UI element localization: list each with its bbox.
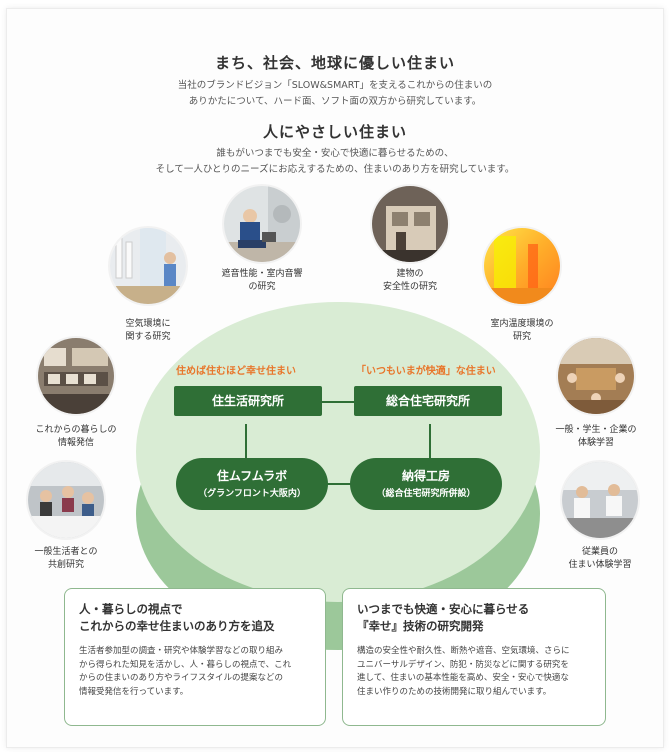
pill-nattoku-kobo: 納得工房 （総合住宅研究所併設） (350, 458, 502, 510)
card-title-line: これからの幸せ住まいのあり方を追及 (79, 619, 275, 633)
card-title-line: 人・暮らしの視点で (79, 602, 183, 616)
worker-photo-icon (224, 186, 300, 262)
caption-line: 室内温度環境の (490, 319, 554, 329)
card-body: 構造の安全性や耐久性、断熱や遮音、空気環境、さらに ユニバーサルデザイン、防犯・… (357, 645, 591, 699)
room-photo-icon (558, 338, 634, 414)
pill-sumufumu-lab: 住ムフムラボ （グランフロント大阪内） (176, 458, 328, 510)
card-body-line: 住まい作りのための技術開発に取り組んでいます。 (357, 686, 552, 697)
tag-left: 住めば住むほど幸せ住まい (176, 366, 296, 377)
desc-line: 誰もがいつまでも安全・安心で快適に暮らせるための、 (216, 148, 454, 159)
curtain-photo-icon (110, 228, 186, 304)
caption-line: 共創研究 (47, 560, 84, 570)
intro-line: 当社のブランドビジョン「SLOW&SMART」を支えるこれからの住まいの (177, 80, 493, 91)
caption-line: 一般・学生・企業の (555, 425, 637, 435)
caption-line: 住まい体験学習 (568, 560, 632, 570)
pill-title: 住ムフムラボ (216, 469, 288, 483)
card-body-line: 生活者参加型の調査・研究や体験学習などの取り組み (79, 646, 284, 656)
thermal-photo-icon (484, 228, 560, 304)
card-left: 人・暮らしの視点で これからの幸せ住まいのあり方を追及 生活者参加型の調査・研究… (64, 588, 326, 726)
tag-right: 「いつもいまが快適」な住まい (356, 366, 496, 377)
pill-sub: （グランフロント大阪内） (198, 489, 306, 499)
photo-caption: これからの暮らしの 情報発信 (21, 424, 131, 450)
pill-sub: （総合住宅研究所併設） (376, 489, 476, 499)
card-body-line: 情報受発信を行っています。 (79, 686, 189, 697)
photo-caption: 従業員の 住まい体験学習 (545, 546, 655, 572)
card-title-line: 『幸せ』技術の研究開発 (357, 619, 484, 633)
card-title-line: いつまでも快適・安心に暮らせる (357, 602, 530, 616)
caption-line: 建物の (396, 269, 424, 279)
caption-line: 一般生活者との (34, 547, 98, 557)
card-body-line: 構造の安全性や耐久性、断熱や遮音、空気環境、さらに (357, 646, 570, 656)
exhibit-photo-icon (38, 338, 114, 414)
card-right: いつまでも快適・安心に暮らせる 『幸せ』技術の研究開発 構造の安全性や耐久性、断… (342, 588, 606, 726)
photo-caption: 遮音性能・室内音響 の研究 (207, 268, 317, 294)
ellipse-top (136, 302, 540, 602)
section-title: 人にやさしい住まい (262, 123, 407, 141)
photo-caption: 一般生活者との 共創研究 (11, 546, 121, 572)
pill-title: 納得工房 (401, 469, 450, 483)
photo-caption: 空気環境に 関する研究 (93, 318, 203, 344)
intro-text: 当社のブランドビジョン「SLOW&SMART」を支えるこれからの住まいの ありか… (0, 78, 670, 110)
caption-line: の研究 (248, 282, 276, 292)
card-title: いつまでも快適・安心に暮らせる 『幸せ』技術の研究開発 (357, 601, 591, 635)
building-photo-icon (372, 186, 448, 262)
photo-caption: 建物の 安全性の研究 (355, 268, 465, 294)
staff-photo-icon (562, 462, 638, 538)
card-body-line: から得られた知見を活かし、人・暮らしの視点で、これ (79, 659, 292, 670)
intro-line: ありかたについて、ハード面、ソフト面の双方から研究しています。 (188, 96, 482, 107)
caption-line: 研究 (512, 332, 531, 342)
card-body-line: 進して、住まいの基本性能を高め、安全・安心で快適な (357, 673, 569, 683)
caption-line: 関する研究 (125, 332, 171, 342)
caption-line: 従業員の (581, 547, 618, 557)
caption-line: 安全性の研究 (382, 282, 437, 292)
card-body-line: ユニバーサルデザイン、防犯・防災などに関する研究を (357, 659, 569, 670)
card-body: 生活者参加型の調査・研究や体験学習などの取り組み から得られた知見を活かし、人・… (79, 645, 311, 699)
caption-line: 空気環境に (125, 319, 171, 329)
caption-line: 遮音性能・室内音響 (221, 269, 303, 279)
card-body-line: からの住まいのあり方やライフスタイルの提案などの (79, 673, 284, 683)
photo-caption: 室内温度環境の 研究 (467, 318, 577, 344)
photo-caption: 一般・学生・企業の 体験学習 (541, 424, 651, 450)
card-title: 人・暮らしの視点で これからの幸せ住まいのあり方を追及 (79, 601, 311, 635)
section-desc: 誰もがいつまでも安全・安心で快適に暮らせるための、 そして一人ひとりのニーズにお… (0, 146, 670, 178)
main-title: まち、社会、地球に優しい住まい (214, 54, 455, 72)
box-seikatsu-lab: 住生活研究所 (174, 386, 322, 416)
caption-line: 体験学習 (577, 438, 614, 448)
desc-line: そして一人ひとりのニーズにお応えするための、住まいのあり方を研究しています。 (155, 164, 515, 175)
caption-line: これからの暮らしの (35, 425, 117, 435)
caption-line: 情報発信 (57, 438, 94, 448)
workshop-photo-icon (28, 462, 104, 538)
box-sogo-lab: 総合住宅研究所 (354, 386, 502, 416)
